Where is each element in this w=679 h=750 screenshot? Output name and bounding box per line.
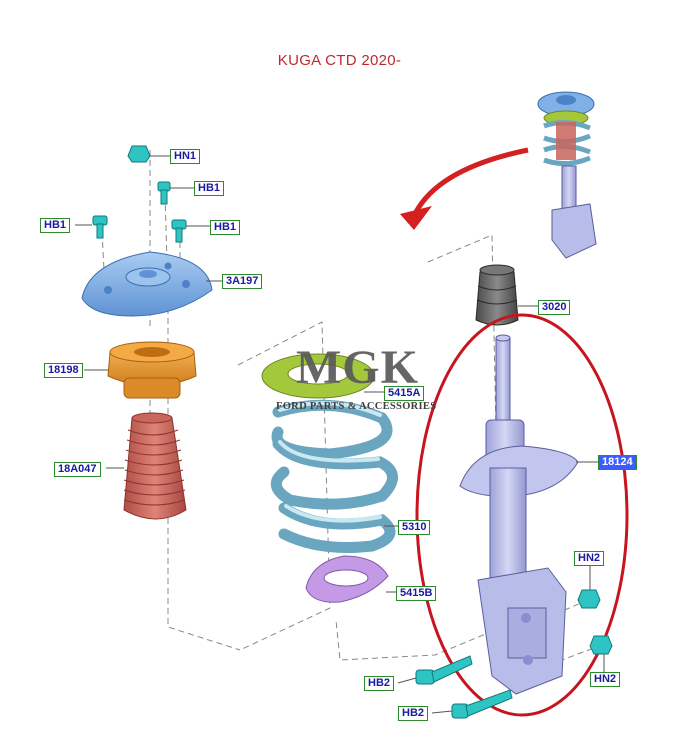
bolt-hb1-left xyxy=(92,215,108,239)
watermark-logo: MGK xyxy=(296,341,419,394)
bolt-hb1-right xyxy=(171,219,187,243)
nut-hn1 xyxy=(127,145,151,163)
callout-5415b: 5415B xyxy=(396,586,437,601)
coil-spring-5310 xyxy=(270,399,398,553)
shock-absorber-18124 xyxy=(459,334,579,695)
upper-spring-seat-5415a xyxy=(261,353,375,399)
dust-boot-18a047 xyxy=(123,412,187,520)
strut-assembly-thumbnail xyxy=(537,91,597,259)
callout-5415a: 5415A xyxy=(384,386,425,401)
callout-3020: 3020 xyxy=(538,300,571,315)
diagram-title: KUGA CTD 2020- xyxy=(277,52,402,69)
callout-hb2-upper: HB2 xyxy=(364,676,395,691)
callout-18a047: 18A047 xyxy=(54,462,101,477)
callout-hb2-lower: HB2 xyxy=(398,706,429,721)
bump-stop-3020 xyxy=(475,264,519,326)
bolt-hb2-upper xyxy=(415,655,473,685)
callout-hb1-top: HB1 xyxy=(194,181,225,196)
bearing-18198 xyxy=(107,341,197,399)
callout-hn2-upper: HN2 xyxy=(574,551,605,566)
nut-hn2-upper xyxy=(577,589,601,609)
coil-spring-highlight xyxy=(278,401,382,523)
curved-arrow-icon xyxy=(400,147,529,230)
callout-hb1-right: HB1 xyxy=(210,220,241,235)
leader-lines xyxy=(75,155,605,714)
fasteners xyxy=(92,145,613,719)
bolt-hb2-lower xyxy=(451,689,513,719)
highlight-ellipse xyxy=(415,313,629,717)
callout-18198: 18198 xyxy=(44,363,83,378)
callout-5310: 5310 xyxy=(398,520,431,535)
callout-hn1: HN1 xyxy=(170,149,201,164)
callout-hn2-lower: HN2 xyxy=(590,672,621,687)
bolt-hb1-top xyxy=(157,181,171,205)
watermark-tagline: FORD PARTS & ACCESSORIES xyxy=(276,401,437,412)
nut-hn2-lower xyxy=(589,635,613,655)
lower-spring-seat-5415b xyxy=(305,555,389,603)
callout-18124: 18124 xyxy=(598,455,637,470)
top-mount-3a197 xyxy=(81,251,213,317)
callout-3a197: 3A197 xyxy=(222,274,263,289)
callout-hb1-left: HB1 xyxy=(40,218,71,233)
